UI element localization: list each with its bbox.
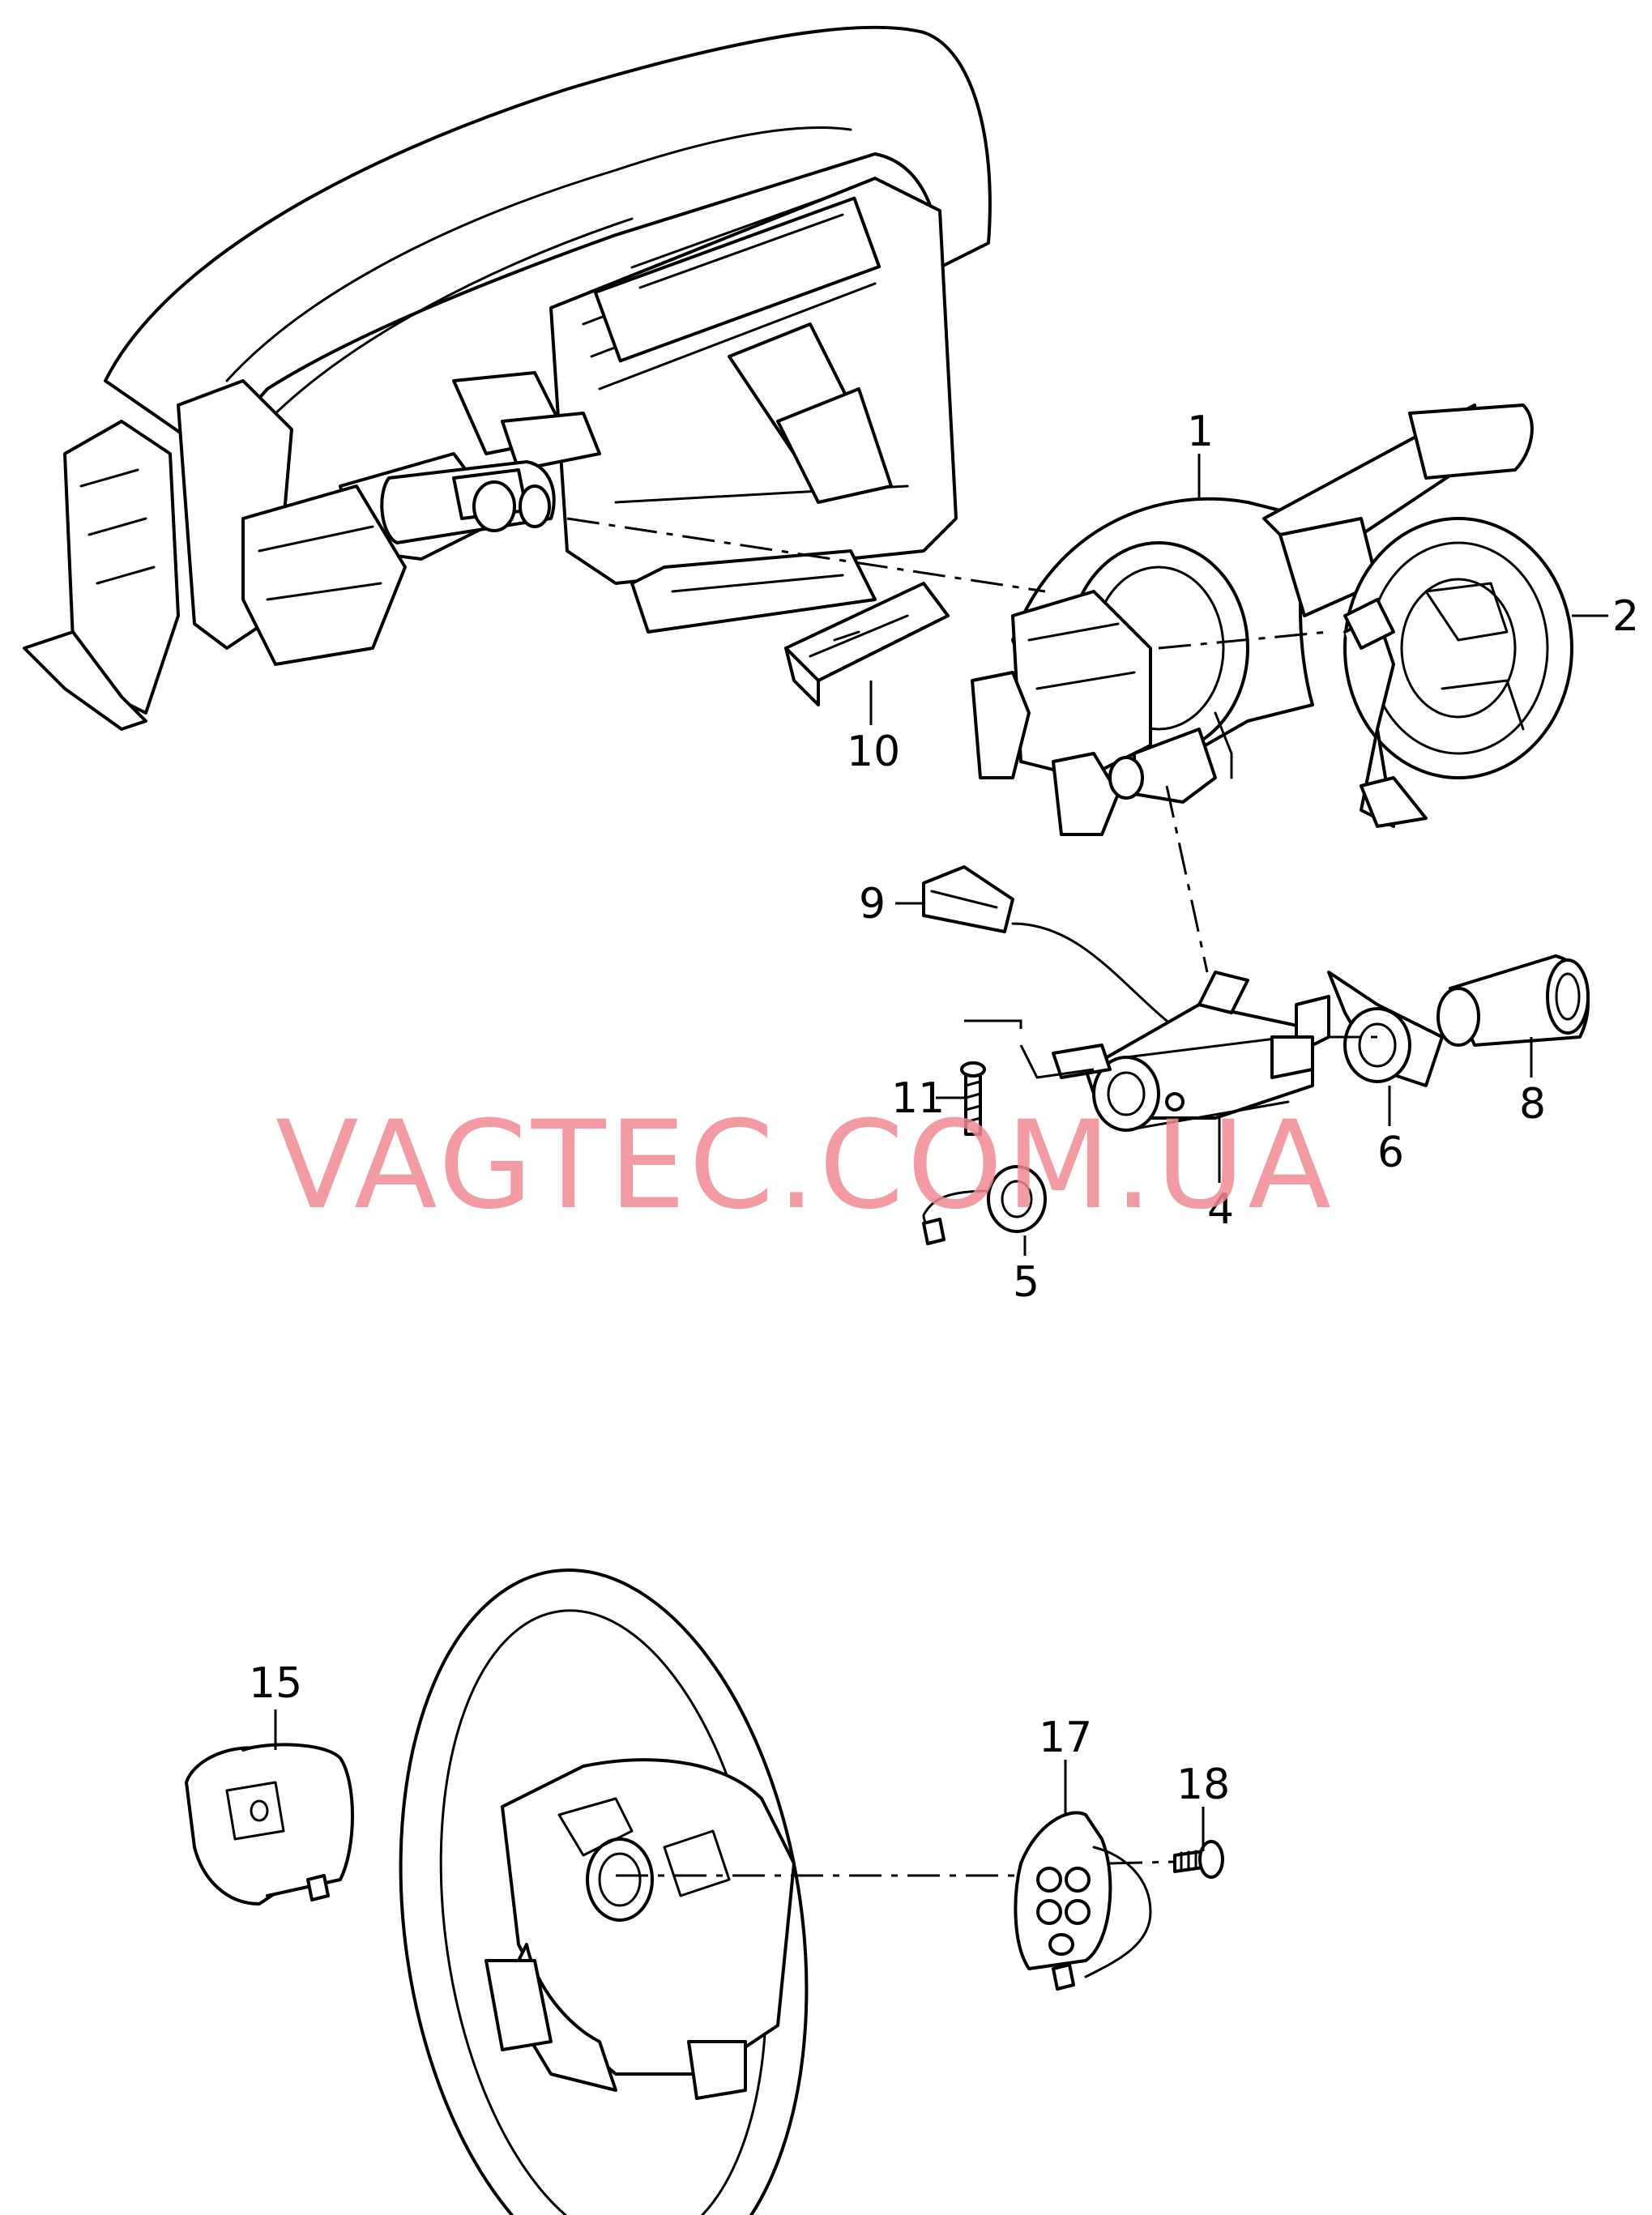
callout-4: 4	[1207, 1185, 1234, 1234]
callout-11: 11	[891, 1074, 945, 1123]
part-4-lock-housing	[1052, 971, 1330, 1132]
assembly-lines	[566, 517, 1377, 1877]
part-1-combination-switch	[971, 403, 1534, 836]
callout-18: 18	[1176, 1760, 1230, 1809]
part-10-bracket	[784, 582, 950, 706]
callout-8: 8	[1519, 1080, 1546, 1129]
callout-17: 17	[1039, 1714, 1092, 1762]
callout-15: 15	[249, 1659, 302, 1708]
callout-2: 2	[1612, 592, 1639, 641]
part-5-ignition-switch	[922, 1165, 1047, 1245]
part-8-lock-cylinder	[1436, 954, 1590, 1047]
dashboard-assembly	[23, 25, 992, 731]
callout-10: 10	[847, 728, 900, 776]
part-15-switch-cover-left	[185, 1743, 354, 1906]
part-17-multifunction-button	[1014, 1811, 1152, 1991]
part-6-trim	[1327, 971, 1444, 1087]
part-9-connector	[922, 865, 1201, 1055]
steering-wheel	[399, 1568, 809, 2215]
callout-9: 9	[859, 880, 886, 928]
callout-1: 1	[1187, 408, 1214, 456]
callout-5: 5	[1013, 1258, 1039, 1307]
callout-6: 6	[1377, 1129, 1404, 1177]
watermark-text: VAGTEC.COM.UA	[275, 1095, 1334, 1236]
callout-labels: 1 2 4 5 6 8 9 10 11 15 17 18	[249, 408, 1639, 1809]
part-11-screw	[960, 1019, 1095, 1136]
part-18-bolt	[1173, 1840, 1224, 1879]
leader-lines	[274, 454, 1608, 1851]
part-2-clock-spring	[1343, 517, 1573, 828]
